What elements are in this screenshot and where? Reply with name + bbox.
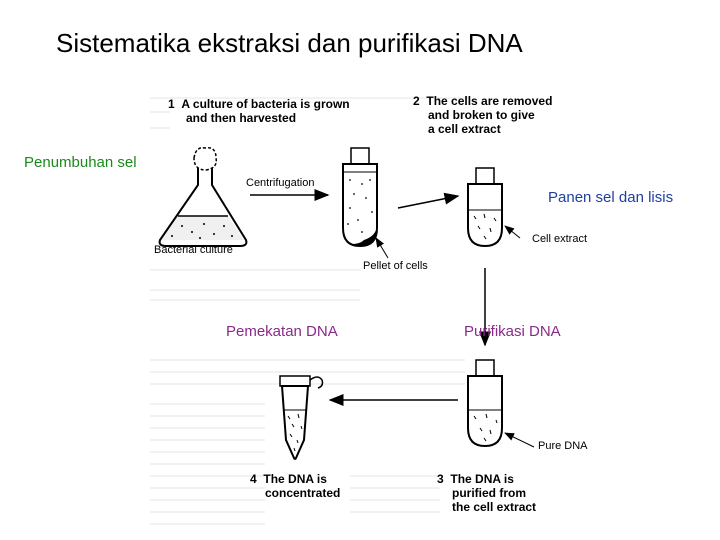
step-1-caption: 1 A culture of bacteria is grown and the… xyxy=(168,97,350,125)
step-2-caption: 2 The cells are removed and broken to gi… xyxy=(413,94,553,136)
centrifuge-tube-icon xyxy=(342,147,378,248)
arrow-to-cell-extract xyxy=(397,192,460,209)
label-penumbuhan-sel: Penumbuhan sel xyxy=(24,154,137,171)
pointer-cell-extract xyxy=(504,225,521,239)
pointer-pellet xyxy=(375,237,389,259)
flask-icon xyxy=(158,146,248,247)
eppendorf-tube-icon xyxy=(279,375,324,460)
pure-dna-tube-icon xyxy=(467,359,503,448)
page-title: Sistematika ekstraksi dan purifikasi DNA xyxy=(56,28,523,58)
centrifugation-label: Centrifugation xyxy=(246,177,315,189)
label-purifikasi-dna: Purifikasi DNA xyxy=(464,323,561,340)
scan-background xyxy=(150,97,470,525)
step-3-caption: 3 The DNA is purified from the cell extr… xyxy=(437,472,537,514)
pellet-label: Pellet of cells xyxy=(363,260,428,272)
step-4-caption: 4 The DNA is concentrated xyxy=(250,472,341,500)
label-panen-sel-lisis: Panen sel dan lisis xyxy=(548,189,674,206)
label-pemekatan-dna: Pemekatan DNA xyxy=(226,323,338,340)
cell-extract-tube-icon xyxy=(467,167,503,248)
bacterial-culture-label: Bacterial culture xyxy=(154,244,233,256)
cell-extract-label: Cell extract xyxy=(532,233,588,245)
pointer-pure-dna xyxy=(504,432,535,448)
pure-dna-label: Pure DNA xyxy=(538,440,588,452)
